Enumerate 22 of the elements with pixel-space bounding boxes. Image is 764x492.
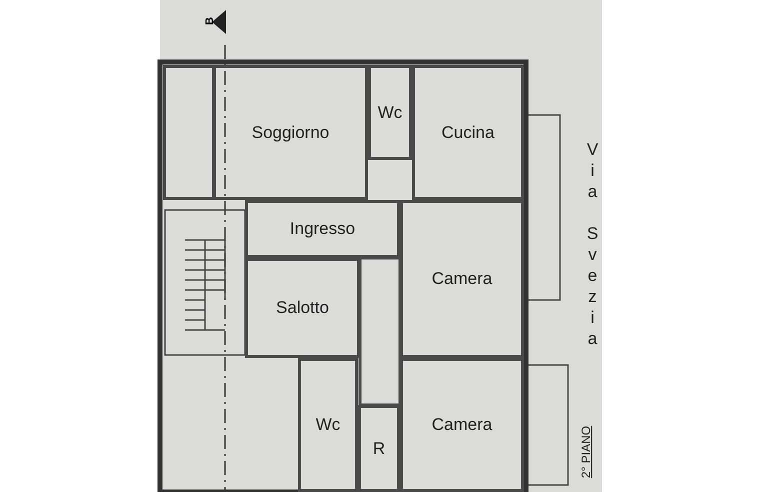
- room-label: R: [372, 438, 386, 458]
- room: [245, 200, 400, 258]
- room: [412, 65, 524, 200]
- room: [245, 258, 360, 358]
- room-label: Salotto: [276, 298, 329, 318]
- room-label: Wc: [316, 415, 340, 435]
- room-label: Cucina: [442, 122, 494, 142]
- room: [358, 405, 400, 492]
- street-name: Via Svezia: [582, 140, 602, 350]
- room: [368, 65, 412, 160]
- room-label: Camera: [432, 415, 492, 435]
- room: [400, 200, 524, 358]
- empty-room: [163, 65, 215, 200]
- room-label: Camera: [432, 269, 492, 289]
- room: [213, 65, 368, 200]
- room-label: Soggiorno: [252, 122, 330, 142]
- floor-label: 2° PIANO: [579, 426, 594, 478]
- room-label: Ingresso: [290, 219, 356, 239]
- room: [400, 358, 524, 492]
- room: [298, 358, 358, 492]
- room-label: Wc: [378, 102, 402, 122]
- section-letter: B: [204, 17, 216, 25]
